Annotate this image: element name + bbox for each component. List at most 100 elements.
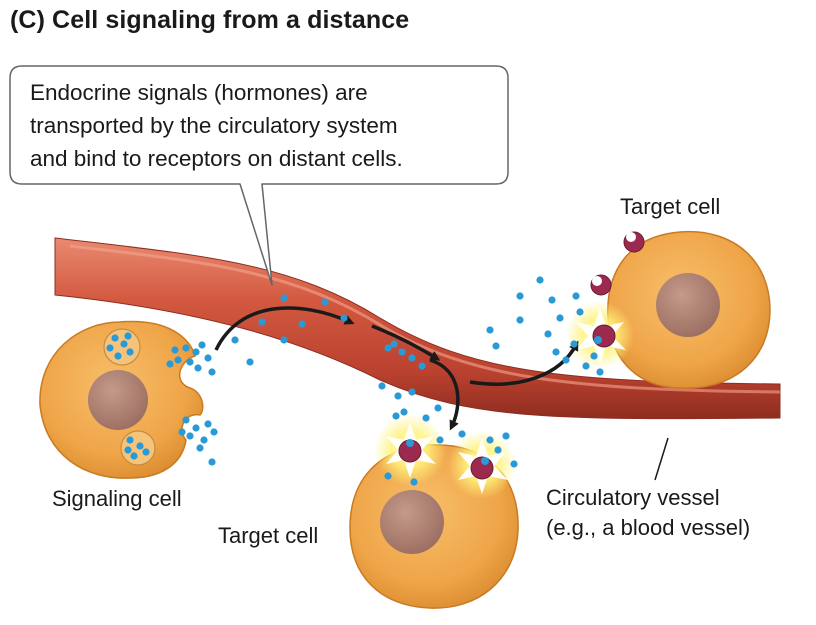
callout-line: and bind to receptors on distant cells. [30, 146, 403, 171]
hormone-molecule-icon [111, 334, 119, 342]
hormone-molecule-icon [516, 316, 524, 324]
hormone-molecule-icon [126, 436, 134, 444]
arrow-icon [371, 324, 441, 361]
hormone-molecule-icon [422, 414, 430, 422]
hormone-molecule-icon [246, 358, 254, 366]
hormone-molecule-icon [434, 404, 442, 412]
hormone-molecule-icon [436, 436, 444, 444]
hormone-molecule-icon [178, 428, 186, 436]
signaling-cell [39, 320, 204, 479]
hormone-molecule-icon [378, 382, 386, 390]
callout-line: Endocrine signals (hormones) are [30, 80, 368, 105]
hormone-molecule-icon [198, 341, 206, 349]
hormone-molecule-icon [321, 298, 329, 306]
signaling-cell-label: Signaling cell [52, 486, 182, 511]
circulatory-vessel [54, 237, 781, 420]
hormone-molecule-icon [192, 348, 200, 356]
hormone-molecule-icon [280, 294, 288, 302]
hormone-molecule-icon [166, 360, 174, 368]
hormone-molecule-icon [486, 326, 494, 334]
hormone-molecule-icon [126, 348, 134, 356]
hormone-molecule-icon [204, 354, 212, 362]
hormone-molecule-icon [408, 354, 416, 362]
hormone-molecule-icon [494, 446, 502, 454]
hormone-molecule-icon [408, 388, 416, 396]
hormone-molecules [106, 276, 604, 486]
hormone-molecule-icon [182, 344, 190, 352]
hormone-molecule-icon [458, 430, 466, 438]
hormone-molecule-icon [516, 292, 524, 300]
callout-line: transported by the circulatory system [30, 113, 398, 138]
hormone-molecule-icon [258, 318, 266, 326]
hormone-molecule-icon [280, 336, 288, 344]
hormone-molecule-icon [124, 332, 132, 340]
hormone-molecule-icon [384, 344, 392, 352]
hormone-molecule-icon [114, 352, 122, 360]
hormone-molecule-icon [124, 446, 132, 454]
vessel-label-line2: (e.g., a blood vessel) [546, 515, 751, 540]
hormone-molecule-icon [208, 458, 216, 466]
arrow-icon [214, 306, 355, 351]
hormone-molecule-icon [231, 336, 239, 344]
hormone-molecule-icon [410, 478, 418, 486]
target-cell-top [607, 230, 771, 389]
hormone-molecule-icon [502, 432, 510, 440]
hormone-molecule-icon [298, 320, 306, 328]
signaling-nucleus [88, 370, 148, 430]
hormone-molecule-icon [182, 416, 190, 424]
vessel-leader-line [654, 437, 669, 481]
arrow-icon [429, 358, 460, 431]
hormone-molecule-icon [204, 420, 212, 428]
hormone-molecule-icon [570, 340, 578, 348]
hormone-molecule-icon [390, 340, 398, 348]
figure-title: (C) Cell signaling from a distance [10, 6, 410, 34]
hormone-molecule-icon [582, 362, 590, 370]
hormone-molecule-icon [394, 392, 402, 400]
target-nucleus-top [656, 273, 720, 337]
hormone-molecule-icon [171, 346, 179, 354]
hormone-molecule-icon [544, 330, 552, 338]
hormone-molecule-icon [136, 442, 144, 450]
hormone-molecule-icon [510, 460, 518, 468]
hormone-molecule-icon [418, 362, 426, 370]
arrow-icon [469, 340, 579, 386]
hormone-molecule-icon [120, 340, 128, 348]
hormone-molecule-icon [142, 448, 150, 456]
hormone-molecule-icon [576, 308, 584, 316]
hormone-molecule-icon [556, 314, 564, 322]
target-cell-bottom-label: Target cell [218, 523, 319, 548]
hormone-molecule-icon [536, 276, 544, 284]
hormone-molecule-icon [186, 358, 194, 366]
receptor-icon [470, 456, 494, 480]
callout-bubble [9, 65, 509, 286]
hormone-molecule-icon [186, 432, 194, 440]
hormone-molecule-icon [552, 348, 560, 356]
hormone-molecule-icon [398, 348, 406, 356]
receptor-icon [592, 324, 616, 348]
receptors [398, 231, 645, 480]
receptor-icon [398, 439, 422, 463]
hormone-molecule-icon [194, 364, 202, 372]
hormone-molecule-icon [548, 296, 556, 304]
hormone-molecule-icon [590, 352, 598, 360]
vessel-label-line1: Circulatory vessel [546, 485, 720, 510]
callout-text: Endocrine signals (hormones) are transpo… [30, 76, 500, 175]
hormone-molecule-icon [384, 472, 392, 480]
hormone-molecule-icon [562, 356, 570, 364]
hormone-molecule-icon [106, 344, 114, 352]
transport-arrows [214, 306, 579, 431]
hormone-molecule-icon [400, 408, 408, 416]
receptor-icon [623, 231, 645, 253]
hormone-molecule-icon [392, 412, 400, 420]
hormone-molecule-icon [130, 452, 138, 460]
hormone-molecule-icon [572, 292, 580, 300]
target-nucleus-bottom [380, 490, 444, 554]
hormone-molecule-icon [200, 436, 208, 444]
receptor-icon [590, 274, 612, 296]
hormone-molecule-icon [208, 368, 216, 376]
hormone-molecule-icon [340, 314, 348, 322]
hormone-molecule-icon [174, 356, 182, 364]
hormone-molecule-icon [192, 424, 200, 432]
